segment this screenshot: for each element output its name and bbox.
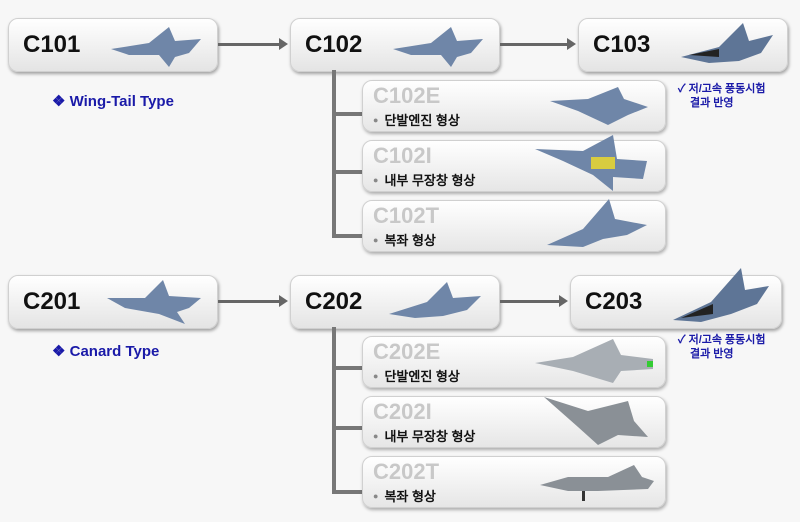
variant-code: C102T [373,203,440,228]
config-box-c201: C201 [8,275,218,329]
variant-box-c202i: C202I 내부 무장창 형상 [362,396,666,448]
bracket-line [332,426,362,430]
bracket-line [332,234,362,238]
config-code: C203 [585,288,643,315]
config-box-c103: C103 [578,18,788,72]
bracket-line [332,70,336,238]
note-line: ✓ 저/고속 풍동시험 [678,83,766,95]
aircraft-icon [389,282,481,318]
config-code: C201 [23,288,81,315]
variant-desc: 복좌 형상 [373,230,435,249]
variant-code: C202I [373,399,432,424]
aircraft-icon [393,27,483,67]
aircraft-icon [540,465,654,501]
variant-code: C202E [373,339,441,364]
config-box-c202: C202 [290,275,500,329]
variant-desc: 단발엔진 형상 [373,110,459,129]
variant-desc: 복좌 형상 [373,486,435,505]
variant-box-c102i: C102I 내부 무장창 형상 [362,135,666,192]
type-label-wing-tail: ❖ Wing-Tail Type [52,93,174,110]
variant-code: C202T [373,459,440,484]
aircraft-icon [550,87,648,125]
aircraft-icon [111,27,201,67]
variant-box-c202t: C202T 복좌 형상 [362,456,666,508]
config-code: C102 [305,31,363,58]
arrow [500,38,576,50]
aircraft-icon [673,268,769,322]
bracket-line [332,366,362,370]
config-code: C101 [23,31,81,58]
note-line: 결과 반영 [690,97,734,109]
note-line: ✓ 저/고속 풍동시험 [678,334,766,346]
variant-code: C102E [373,83,441,108]
variant-desc: 내부 무장창 형상 [373,170,475,189]
variant-box-c102e: C102E 단발엔진 형상 [362,80,666,132]
variant-box-c202e: C202E 단발엔진 형상 [362,336,666,388]
aircraft-icon [535,135,647,191]
config-code: C202 [305,288,363,315]
aircraft-icon [107,280,201,324]
aircraft-icon [547,199,647,247]
variant-box-c102t: C102T 복좌 형상 [362,199,666,252]
config-box-c102: C102 [290,18,500,72]
arrow [500,295,568,307]
config-box-c101: C101 [8,18,218,72]
aircraft-icon [535,339,653,383]
variant-desc: 내부 무장창 형상 [373,426,475,445]
aircraft-icon [681,23,773,63]
bracket-line [332,170,362,174]
bracket-line [332,490,362,494]
bracket-line [332,327,336,494]
variant-desc: 단발엔진 형상 [373,366,459,385]
type-label-canard: ❖ Canard Type [52,343,160,360]
arrow [218,38,288,50]
note-line: 결과 반영 [690,348,734,360]
config-box-c203: C203 [570,268,782,329]
bracket-line [332,112,362,116]
variant-code: C102I [373,143,432,168]
aircraft-icon [544,397,648,445]
config-code: C103 [593,31,651,58]
arrow [218,295,288,307]
